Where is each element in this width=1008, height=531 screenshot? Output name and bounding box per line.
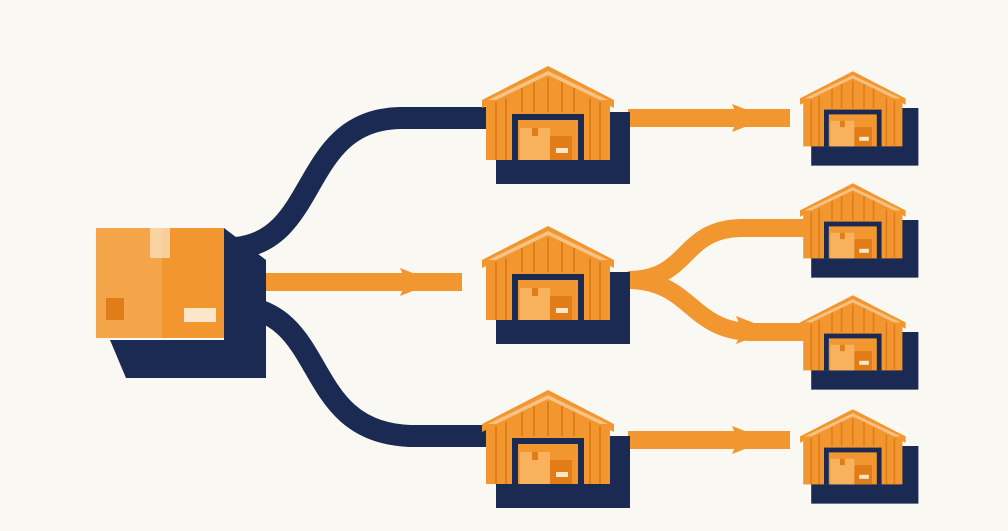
source-package-icon xyxy=(96,228,266,378)
arrow-top-hub-to-dest-1 xyxy=(628,104,790,132)
hub-warehouse-bottom-icon xyxy=(481,389,631,509)
connector-source-to-bottom-hub xyxy=(234,295,490,447)
destination-warehouse-4-icon xyxy=(799,408,920,505)
navy-connectors xyxy=(234,107,490,447)
branch-to-dest-3 xyxy=(627,271,806,341)
destination-warehouse-2-icon xyxy=(799,182,920,279)
arrow-source-to-middle-hub xyxy=(262,268,462,296)
hub-warehouse-middle-icon xyxy=(481,225,631,345)
arrow-bottom-hub-to-dest-4 xyxy=(628,426,790,454)
destination-warehouse-3-icon xyxy=(799,294,920,391)
branch-to-dest-2 xyxy=(627,219,806,289)
destination-warehouse-1-icon xyxy=(799,70,920,167)
connector-source-to-top-hub xyxy=(234,107,490,259)
arrow-middle-hub-branches xyxy=(627,219,806,341)
hub-warehouse-top-icon xyxy=(481,65,631,185)
